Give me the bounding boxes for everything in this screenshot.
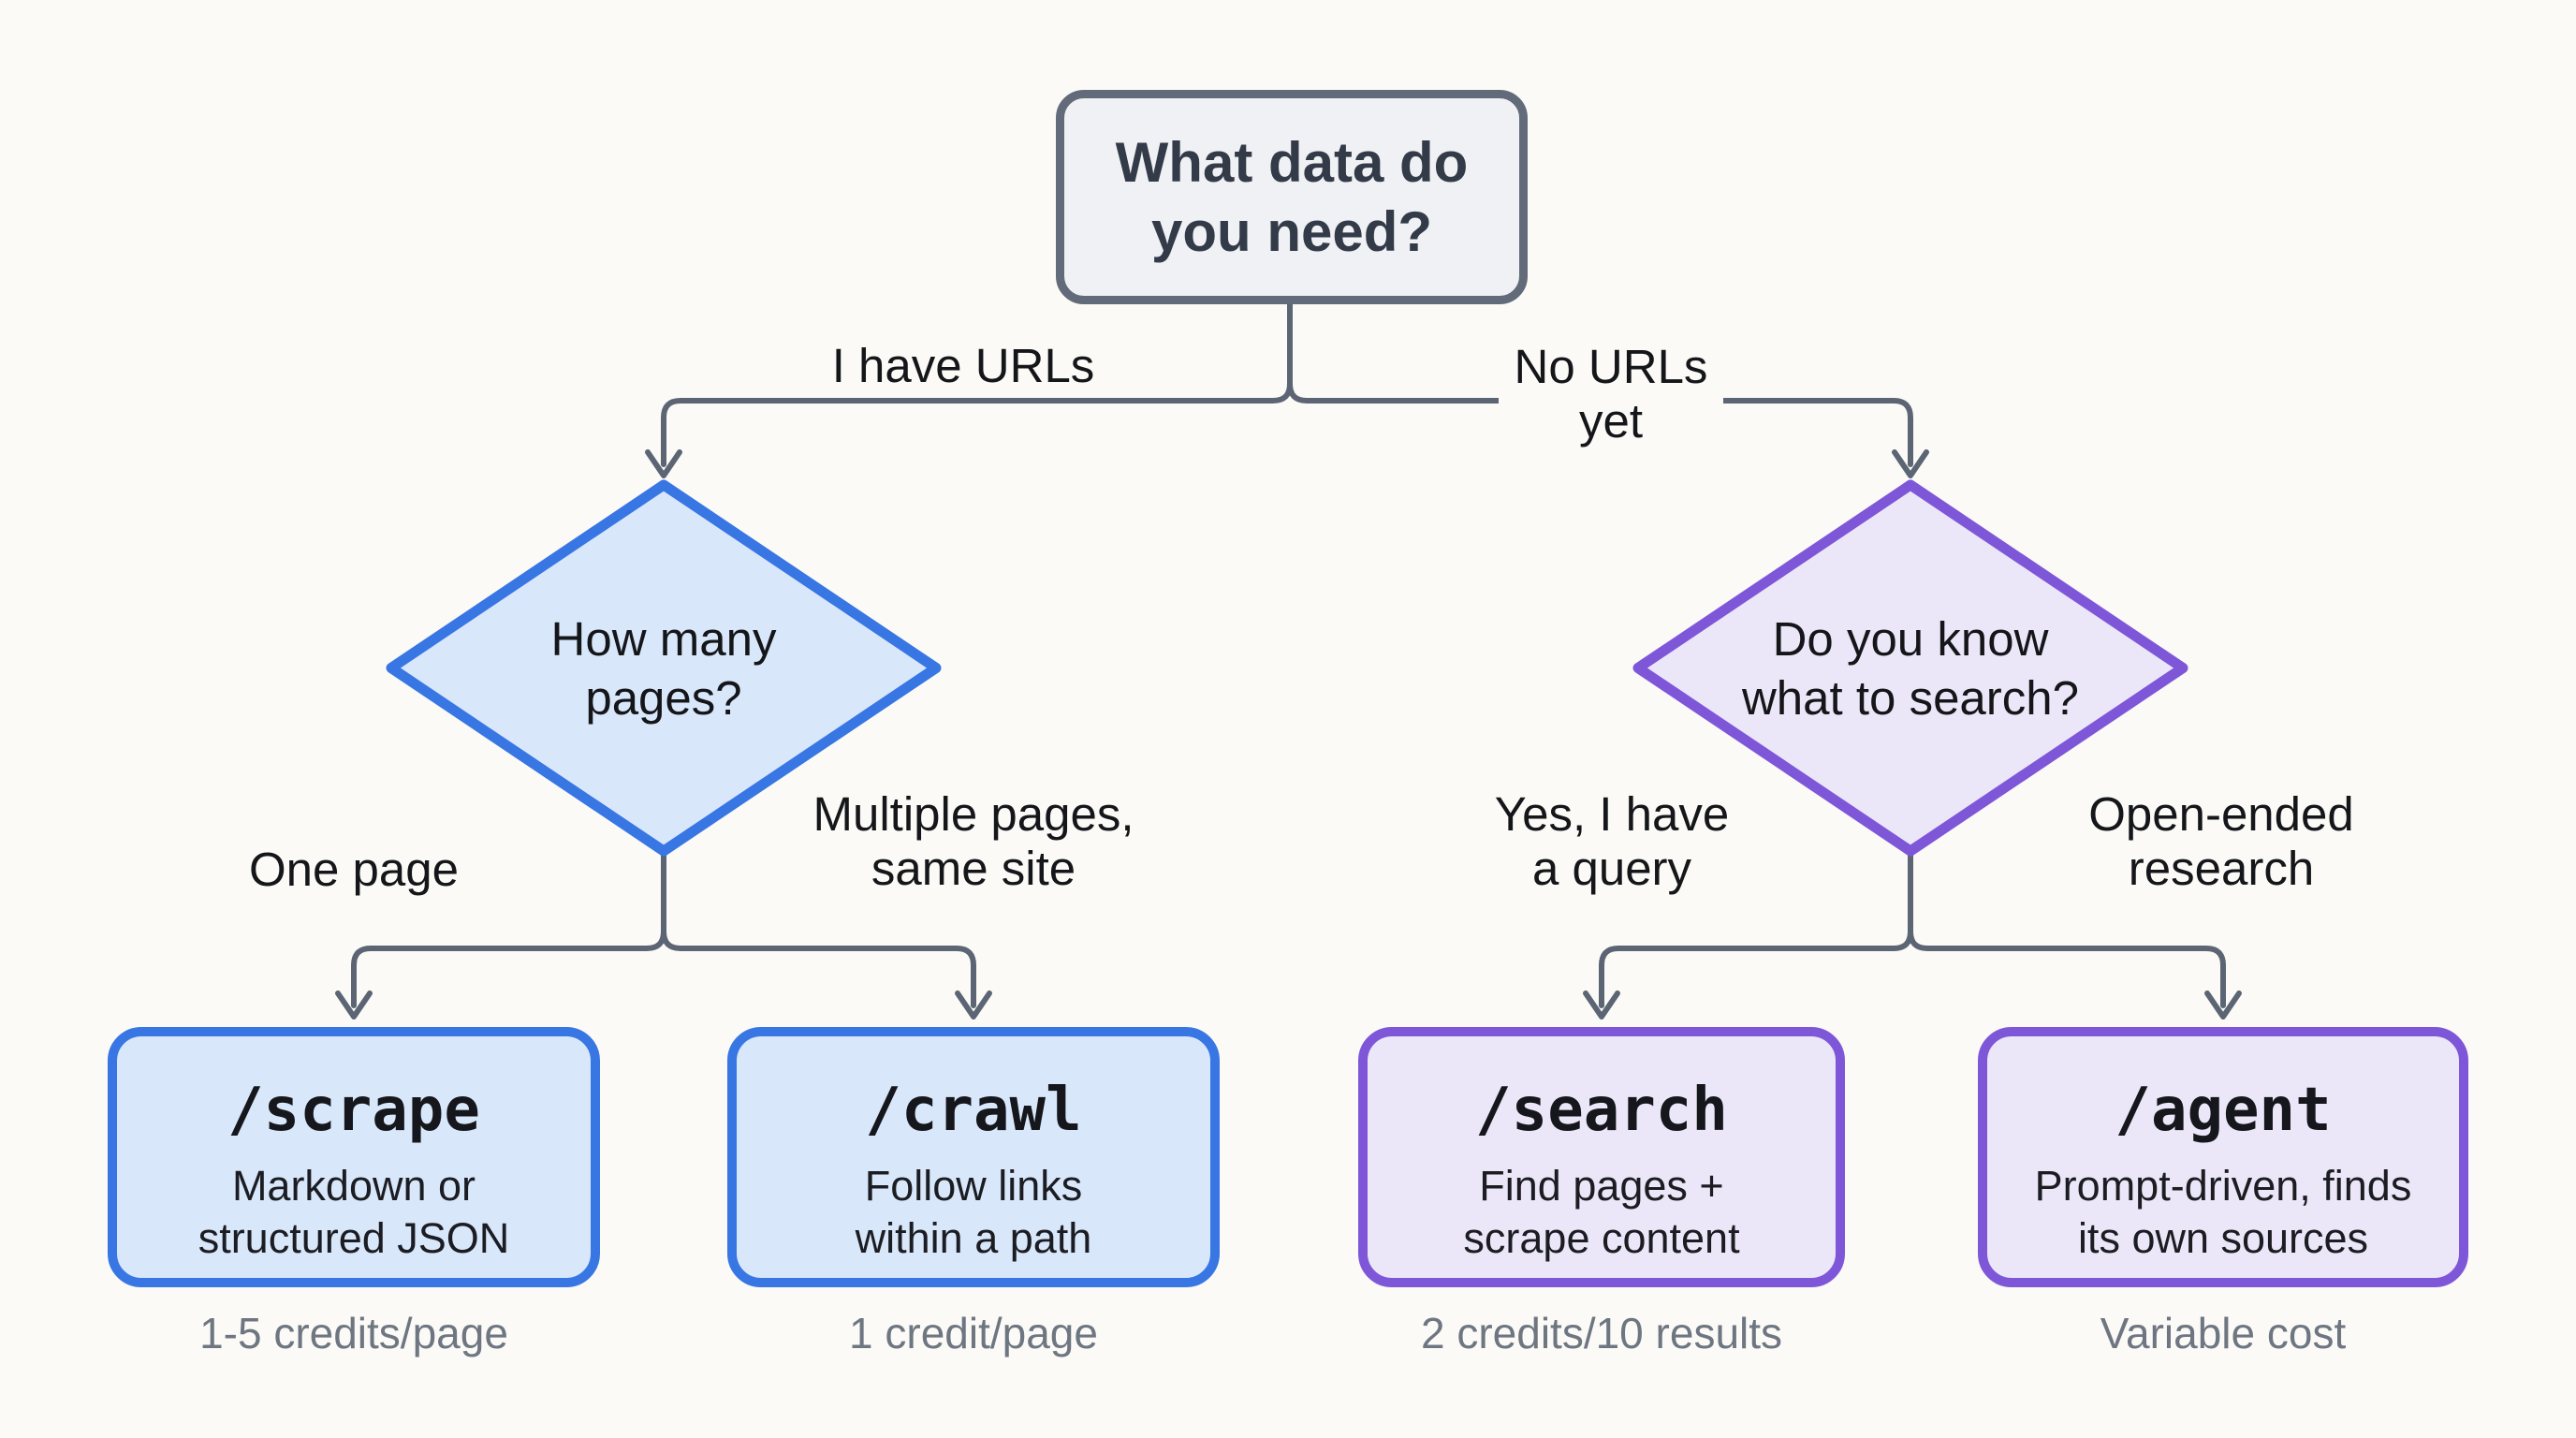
endpoint-name: /search: [1475, 1076, 1728, 1145]
cost-label-agent: Variable cost: [2100, 1309, 2347, 1357]
endpoint-desc-line: Find pages +: [1479, 1162, 1724, 1210]
endpoint-name: /scrape: [227, 1076, 480, 1145]
arrowhead-searchbox: [1583, 990, 1620, 1020]
edge-label-have-query: Yes, I have a query: [1425, 787, 1799, 896]
decision-search-diamond: [1632, 479, 2188, 857]
node-endpoint-search: /search Find pages + scrape content: [1358, 1027, 1845, 1287]
endpoint-desc-line: Markdown or: [231, 1162, 476, 1210]
node-endpoint-agent: /agent Prompt-driven, finds its own sour…: [1978, 1027, 2468, 1287]
decision-text: pages?: [585, 671, 742, 725]
arrowhead-agent: [2204, 990, 2242, 1020]
endpoint-name: /crawl: [865, 1076, 1082, 1145]
edge-label-multiple-pages: Multiple pages, same site: [786, 787, 1161, 896]
diamond-shape-purple: [1632, 479, 2188, 857]
cost-label-scrape: 1-5 credits/page: [199, 1309, 508, 1357]
arrowhead-scrape: [335, 990, 373, 1020]
edge-label-text: I have URLs: [831, 339, 1095, 392]
edge-label-text: research: [2128, 842, 2315, 895]
decision-text: what to search?: [1741, 671, 2080, 725]
endpoint-desc-line: Follow links: [864, 1162, 1083, 1210]
edge-pages-to-crawl: [661, 848, 976, 1008]
edge-label-text: Open-ended: [2088, 787, 2354, 841]
edge-label-text: Multiple pages,: [812, 787, 1134, 841]
edge-label-have-urls: I have URLs: [776, 339, 1150, 393]
arrowhead-pages: [645, 449, 682, 478]
edge-label-text: No URLs: [1514, 340, 1708, 393]
root-question-line2: you need?: [1150, 199, 1433, 263]
edge-label-text: same site: [871, 842, 1076, 895]
decision-pages-diamond: [386, 479, 942, 857]
edge-label-text: yet: [1578, 394, 1644, 448]
edge-label-open-ended: Open-ended research: [2034, 787, 2408, 896]
endpoint-desc-line: scrape content: [1463, 1214, 1740, 1262]
endpoint-desc-line: structured JSON: [198, 1214, 510, 1262]
arrowhead-search: [1892, 449, 1929, 478]
cost-label-crawl: 1 credit/page: [849, 1309, 1098, 1357]
decision-search-label: Do you know what to search?: [1676, 609, 2144, 727]
edge-label-no-urls: No URLs yet: [1499, 340, 1723, 448]
endpoint-name: /agent: [2115, 1076, 2332, 1145]
endpoint-desc: Prompt-driven, finds its own sources: [2035, 1160, 2412, 1265]
arrowhead-crawl: [955, 990, 992, 1020]
endpoint-desc-line: its own sources: [2077, 1214, 2369, 1262]
node-endpoint-scrape: /scrape Markdown or structured JSON: [108, 1027, 600, 1287]
edge-search-to-agent: [1908, 848, 2226, 1008]
edge-label-one-page: One page: [167, 843, 541, 897]
endpoint-desc: Follow links within a path: [856, 1160, 1092, 1265]
endpoint-desc-line: Prompt-driven, finds: [2034, 1162, 2412, 1210]
edge-label-text: a query: [1531, 842, 1692, 895]
edge-label-text: One page: [248, 843, 460, 896]
decision-text: How many: [550, 612, 777, 666]
decision-pages-label: How many pages?: [430, 609, 898, 727]
diamond-shape-blue: [386, 479, 942, 857]
node-root-question: What data do you need?: [1056, 90, 1528, 304]
node-endpoint-crawl: /crawl Follow links within a path: [727, 1027, 1220, 1287]
cost-label-search: 2 credits/10 results: [1420, 1309, 1783, 1357]
endpoint-desc-line: within a path: [855, 1214, 1092, 1262]
endpoint-desc: Find pages + scrape content: [1463, 1160, 1739, 1265]
edge-label-text: Yes, I have: [1494, 787, 1730, 841]
root-question-line1: What data do: [1115, 130, 1469, 194]
endpoint-desc: Markdown or structured JSON: [198, 1160, 510, 1265]
decision-text: Do you know: [1772, 612, 2049, 666]
